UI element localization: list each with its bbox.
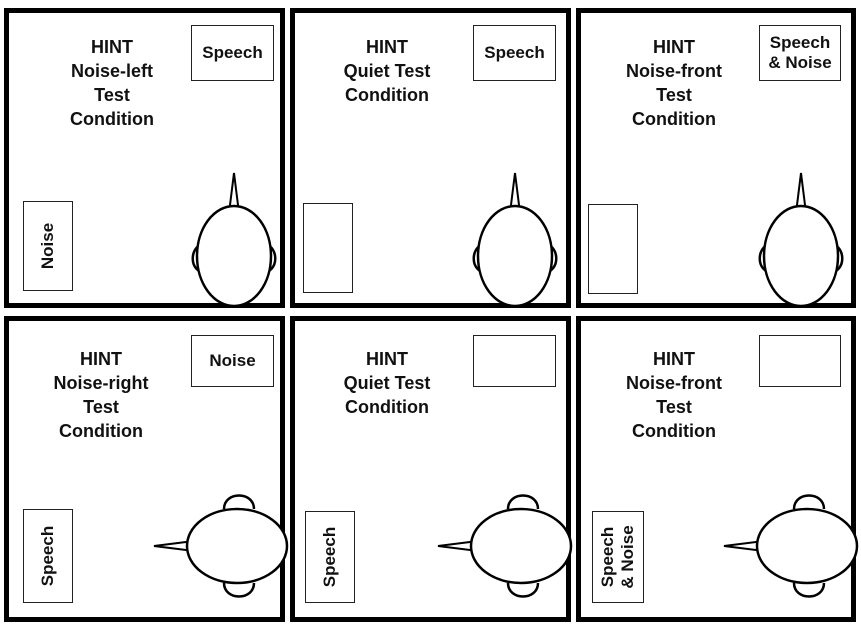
title-line: HINT	[653, 37, 695, 57]
panel-title: HINT Quiet Test Condition	[322, 347, 452, 419]
panel-title: HINT Noise-right Test Condition	[36, 347, 166, 443]
title-line: Noise-left	[70, 61, 153, 81]
loudspeaker-front: Speech & Noise	[759, 25, 841, 81]
panel-title: HINT Quiet Test Condition	[322, 35, 452, 107]
panel-quiet: HINT Quiet Test Condition Speech	[290, 316, 573, 622]
listener-head-icon	[472, 172, 558, 308]
panel-noise-left: HINT Noise-left Test Condition Speech No…	[4, 8, 285, 308]
loudspeaker-front: Speech	[191, 25, 274, 81]
loudspeaker-front: Noise	[191, 335, 274, 387]
loudspeaker-front	[473, 335, 556, 387]
loudspeaker-front	[759, 335, 841, 387]
loudspeaker-label: Noise	[38, 222, 57, 270]
loudspeaker-side: Speech	[305, 511, 355, 603]
title-line: Condition	[70, 109, 154, 129]
title-line: HINT	[653, 349, 695, 369]
listener-head-icon	[758, 172, 844, 308]
title-line: Test	[656, 85, 692, 105]
panel-noise-right: HINT Noise-right Test Condition Noise Sp…	[4, 316, 289, 622]
title-line: HINT	[80, 349, 122, 369]
title-line: Quiet Test	[343, 61, 431, 81]
title-line: Noise-front	[626, 61, 722, 81]
panel-noise-front: HINT Noise-front Test Condition Speech &…	[576, 316, 859, 622]
loudspeaker-label: Speech	[202, 43, 263, 62]
panel-quiet: HINT Quiet Test Condition Speech	[290, 8, 571, 308]
loudspeaker-label: Speech	[320, 526, 339, 588]
loudspeaker-front: Speech	[473, 25, 556, 81]
loudspeaker-label: Speech	[38, 525, 57, 587]
loudspeaker-side	[588, 204, 638, 294]
title-line: Quiet Test	[343, 373, 431, 393]
loudspeaker-label: Speech	[484, 43, 545, 62]
loudspeaker-side: Speech	[23, 509, 73, 603]
loudspeaker-label: Speech & Noise	[768, 33, 832, 72]
panel-title: HINT Noise-front Test Condition	[609, 35, 739, 131]
listener-head-icon	[191, 172, 277, 308]
title-line: Condition	[632, 421, 716, 441]
panel-noise-front: HINT Noise-front Test Condition Speech &…	[576, 8, 856, 308]
loudspeaker-side	[303, 203, 353, 293]
listener-head-icon	[153, 494, 289, 598]
listener-head-icon	[723, 494, 859, 598]
title-line: HINT	[366, 37, 408, 57]
loudspeaker-side: Speech & Noise	[592, 511, 644, 603]
title-line: Condition	[345, 397, 429, 417]
loudspeaker-label: Noise	[209, 351, 256, 370]
title-line: HINT	[91, 37, 133, 57]
panel-title: HINT Noise-left Test Condition	[47, 35, 177, 131]
title-line: HINT	[366, 349, 408, 369]
title-line: Test	[656, 397, 692, 417]
title-line: Test	[94, 85, 130, 105]
panel-title: HINT Noise-front Test Condition	[609, 347, 739, 443]
title-line: Noise-front	[626, 373, 722, 393]
title-line: Condition	[632, 109, 716, 129]
title-line: Test	[83, 397, 119, 417]
listener-head-icon	[437, 494, 573, 598]
title-line: Condition	[59, 421, 143, 441]
title-line: Noise-right	[53, 373, 149, 393]
loudspeaker-side: Noise	[23, 201, 73, 291]
loudspeaker-label: Speech & Noise	[598, 525, 637, 589]
title-line: Condition	[345, 85, 429, 105]
